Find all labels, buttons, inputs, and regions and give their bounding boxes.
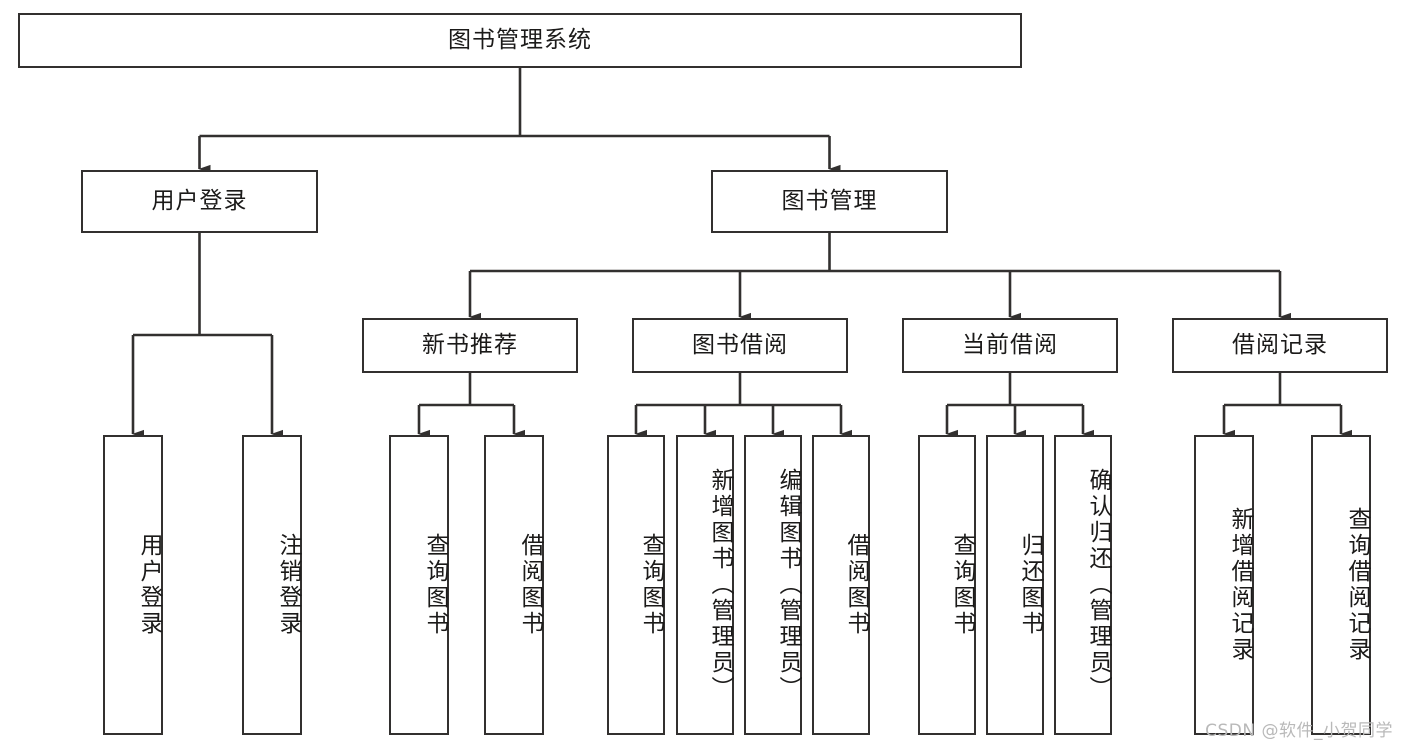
node-leaf-user-logout[interactable]: 注销登录 <box>242 435 302 735</box>
node-label: 新增借阅记录 <box>1227 507 1253 663</box>
node-label: 确认归还（管理员） <box>1085 468 1111 702</box>
node-leaf-cur-query[interactable]: 查询图书 <box>918 435 976 735</box>
node-user-login[interactable]: 用户登录 <box>81 170 318 233</box>
node-leaf-rec-query[interactable]: 查询图书 <box>389 435 449 735</box>
node-label: 查询图书 <box>638 533 664 637</box>
node-leaf-borrow-lend[interactable]: 借阅图书 <box>812 435 870 735</box>
node-label: 查询图书 <box>422 533 448 637</box>
node-book-borrow[interactable]: 图书借阅 <box>632 318 848 373</box>
node-leaf-borrow-query[interactable]: 查询图书 <box>607 435 665 735</box>
node-label: 图书管理系统 <box>448 26 592 53</box>
node-leaf-borrow-add[interactable]: 新增图书（管理员） <box>676 435 734 735</box>
node-leaf-rec-search[interactable]: 查询借阅记录 <box>1311 435 1371 735</box>
node-label: 新书推荐 <box>422 331 518 358</box>
node-label: 用户登录 <box>151 187 248 214</box>
node-leaf-cur-confirm[interactable]: 确认归还（管理员） <box>1054 435 1112 735</box>
node-label: 查询借阅记录 <box>1344 507 1370 663</box>
node-borrow-record[interactable]: 借阅记录 <box>1172 318 1388 373</box>
node-leaf-borrow-edit[interactable]: 编辑图书（管理员） <box>744 435 802 735</box>
node-leaf-cur-return[interactable]: 归还图书 <box>986 435 1044 735</box>
node-label: 借阅图书 <box>517 533 543 637</box>
node-label: 当前借阅 <box>962 331 1058 358</box>
node-label: 查询图书 <box>949 533 975 637</box>
node-leaf-rec-add[interactable]: 新增借阅记录 <box>1194 435 1254 735</box>
node-label: 注销登录 <box>275 533 301 637</box>
node-label: 图书管理 <box>781 187 878 214</box>
node-leaf-user-login[interactable]: 用户登录 <box>103 435 163 735</box>
node-label: 借阅记录 <box>1232 331 1328 358</box>
node-book-manage[interactable]: 图书管理 <box>711 170 948 233</box>
node-label: 新增图书（管理员） <box>707 468 733 702</box>
node-leaf-rec-borrow[interactable]: 借阅图书 <box>484 435 544 735</box>
node-label: 图书借阅 <box>692 331 788 358</box>
node-current-borrow[interactable]: 当前借阅 <box>902 318 1118 373</box>
node-label: 借阅图书 <box>843 533 869 637</box>
node-label: 用户登录 <box>136 533 162 637</box>
node-label: 归还图书 <box>1017 533 1043 637</box>
node-label: 编辑图书（管理员） <box>775 468 801 702</box>
node-root[interactable]: 图书管理系统 <box>18 13 1022 68</box>
node-new-book-rec[interactable]: 新书推荐 <box>362 318 578 373</box>
